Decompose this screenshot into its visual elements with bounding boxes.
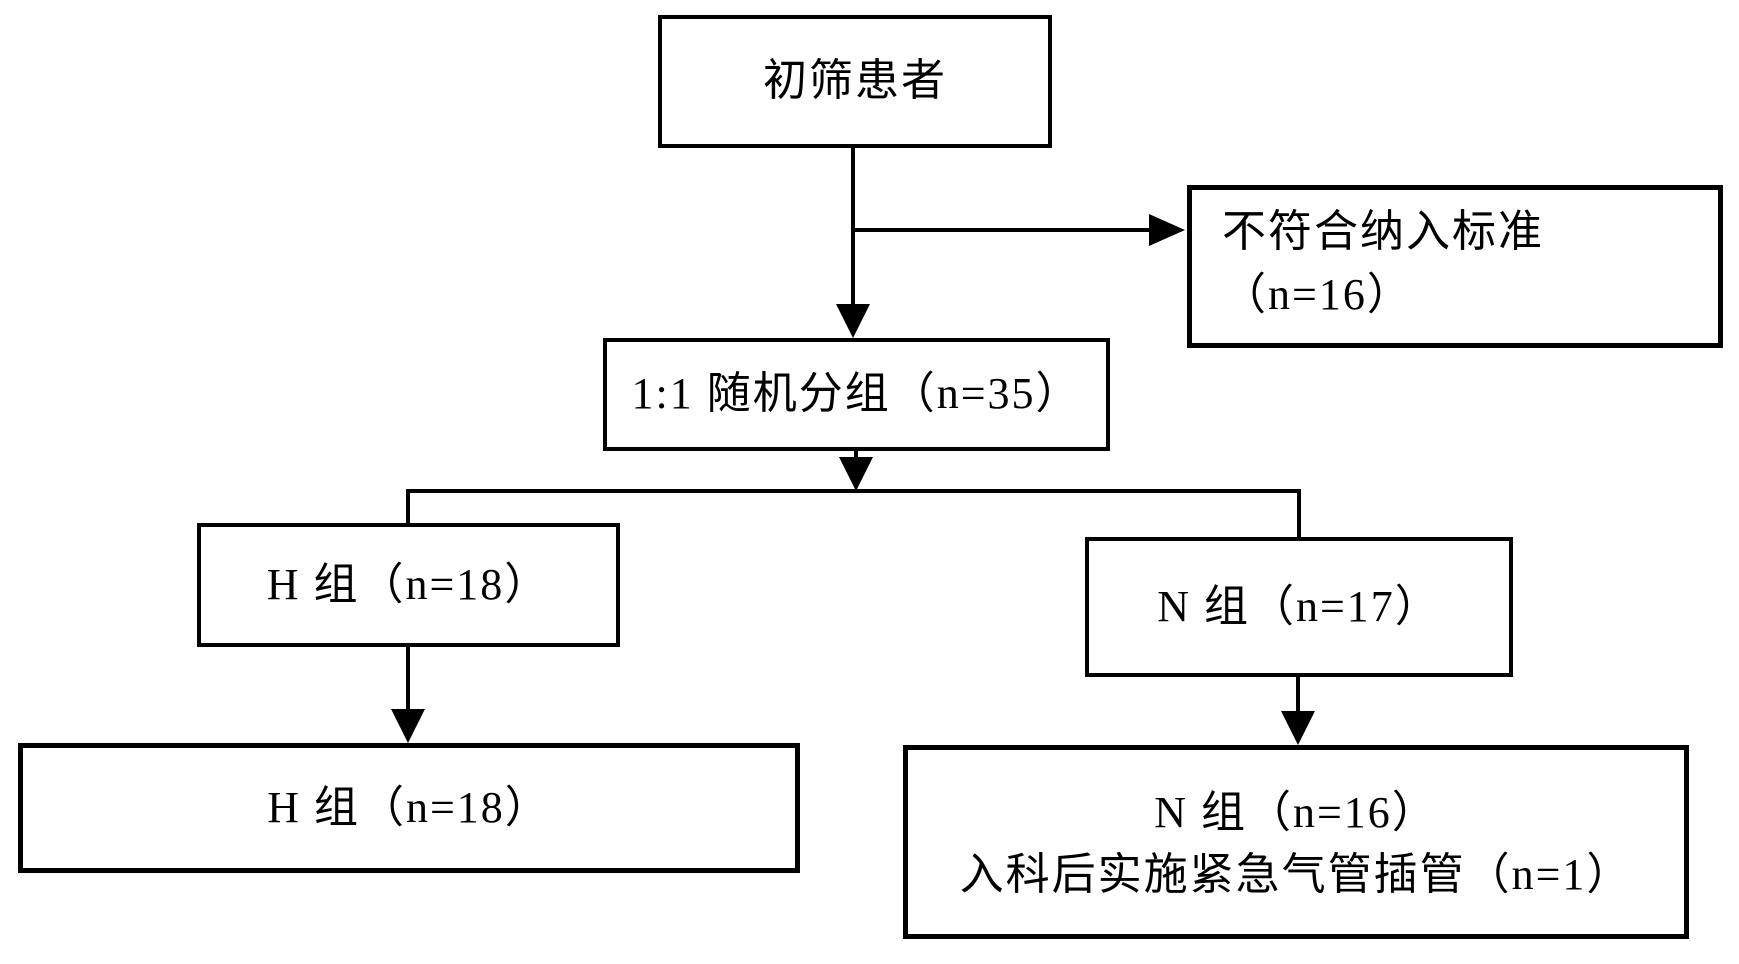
- arrow-down-icon: [391, 709, 425, 743]
- node-group-n-label: N 组（n=17）: [1157, 581, 1441, 631]
- node-group-h: H 组（n=18）: [197, 523, 620, 647]
- arrow-down-icon: [1281, 711, 1315, 745]
- node-excluded: 不符合纳入标准 （n=16）: [1187, 185, 1723, 348]
- connector-screening-to-randomized: [851, 148, 855, 306]
- connector-randomized-to-split: [854, 451, 858, 461]
- node-excluded-line1: 不符合纳入标准: [1222, 207, 1544, 256]
- node-screening: 初筛患者: [658, 15, 1052, 148]
- node-screening-label: 初筛患者: [763, 56, 947, 106]
- arrow-down-icon: [836, 304, 870, 338]
- node-excluded-label: 不符合纳入标准 （n=16）: [1192, 190, 1544, 326]
- node-group-n-final-line2: 入科后实施紧急气管插管（n=1）: [959, 850, 1633, 899]
- connector-split-horizontal: [410, 489, 1301, 493]
- node-group-n-final-line1: N 组（n=16）: [1154, 788, 1438, 837]
- node-randomized: 1:1 随机分组（n=35）: [603, 338, 1110, 451]
- node-group-n-final: N 组（n=16） 入科后实施紧急气管插管（n=1）: [903, 745, 1689, 939]
- node-excluded-line2: （n=16）: [1222, 270, 1413, 319]
- node-group-h-label: H 组（n=18）: [266, 559, 551, 609]
- connector-group-n-to-final: [1296, 677, 1300, 713]
- arrow-down-icon: [839, 457, 873, 491]
- connector-screening-to-excluded: [853, 228, 1149, 232]
- node-randomized-label: 1:1 随机分组（n=35）: [631, 369, 1082, 419]
- connector-split-to-group-h: [406, 489, 410, 527]
- node-group-h-final: H 组（n=18）: [18, 743, 800, 873]
- connector-group-h-to-final: [406, 647, 410, 711]
- node-group-h-final-label: H 组（n=18）: [267, 782, 551, 832]
- connector-split-to-group-n: [1297, 489, 1301, 541]
- node-group-n-final-label: N 组（n=16） 入科后实施紧急气管插管（n=1）: [908, 750, 1684, 906]
- arrow-right-icon: [1149, 214, 1185, 246]
- node-group-n: N 组（n=17）: [1085, 537, 1513, 677]
